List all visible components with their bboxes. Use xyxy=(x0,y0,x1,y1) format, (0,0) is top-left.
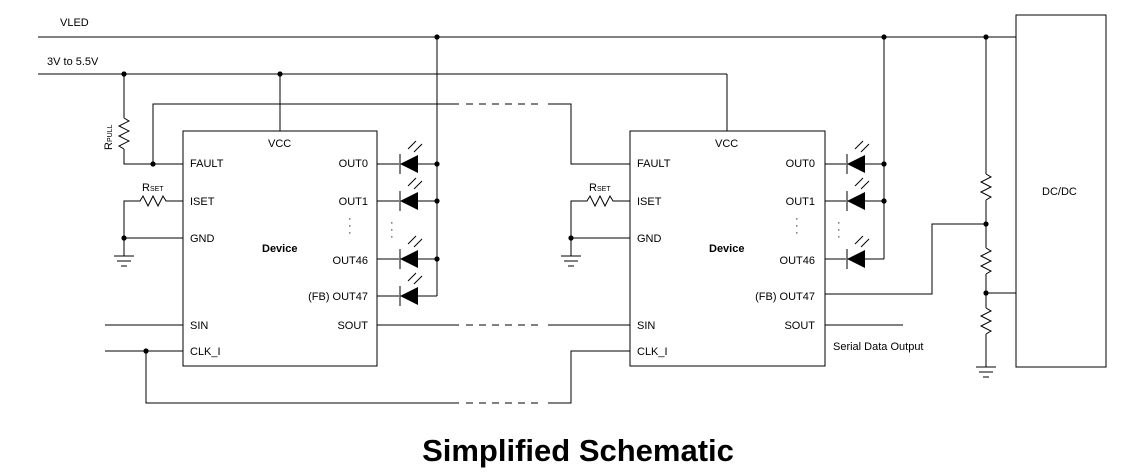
led-1-46 xyxy=(399,235,437,269)
device-1-out47-pin: (FB) OUT47 xyxy=(308,291,368,303)
led-1-1 xyxy=(399,177,437,211)
clk-bus-2 xyxy=(548,350,630,404)
ellipsis-dot: · xyxy=(795,213,799,225)
rpull-label: RPULL xyxy=(103,124,115,150)
vcc-range-label: 3V to 5.5V xyxy=(47,56,99,68)
device-2-sout-pin: SOUT xyxy=(784,320,815,332)
device-2-iset-pin: ISET xyxy=(637,196,662,208)
device-1-iset-pin: ISET xyxy=(190,196,215,208)
device-2-vcc-pin: VCC xyxy=(715,138,738,150)
device-2-out1-pin: OUT1 xyxy=(786,196,815,208)
serial-output-label: Serial Data Output xyxy=(833,341,924,353)
rset-label-1: RSET xyxy=(142,182,164,194)
led-2-0 xyxy=(846,140,884,174)
dcdc-label: DC/DC xyxy=(1042,186,1077,198)
device-2-out47-pin: (FB) OUT47 xyxy=(755,291,815,303)
ellipsis-dot: · xyxy=(390,217,394,229)
fault-bus xyxy=(152,103,459,164)
device-2-fault-pin: FAULT xyxy=(637,158,671,170)
junction-dot xyxy=(983,221,989,227)
ellipsis-dot: · xyxy=(795,227,799,239)
device-1-out1-pin: OUT1 xyxy=(339,196,368,208)
ellipsis-dot: · xyxy=(390,224,394,236)
divider-resistor-3 xyxy=(979,307,993,335)
ellipsis-dot: · xyxy=(837,231,841,243)
device-1-out46-pin: OUT46 xyxy=(333,255,368,267)
junction-dot xyxy=(434,161,440,167)
junction-dot xyxy=(881,198,887,204)
device-2-out0-pin: OUT0 xyxy=(786,158,815,170)
device-1-sout-pin: SOUT xyxy=(337,320,368,332)
device-2-out46-pin: OUT46 xyxy=(780,255,815,267)
fault-bus-2 xyxy=(548,103,630,165)
led-2-1 xyxy=(846,177,884,211)
device-1-out0-pin: OUT0 xyxy=(339,158,368,170)
device-1-name: Device xyxy=(262,243,297,255)
vled-label: VLED xyxy=(60,17,89,29)
divider-resistor-1 xyxy=(979,173,993,201)
pullup-resistor xyxy=(117,117,131,150)
device-1-block xyxy=(182,130,378,367)
device-2-block xyxy=(629,130,826,367)
clk-bus xyxy=(145,351,459,404)
ellipsis-dot: · xyxy=(348,227,352,239)
ground-symbol-1 xyxy=(114,255,134,267)
rset-resistor-1 xyxy=(123,194,183,238)
dcdc-block xyxy=(1015,14,1107,368)
device-2-gnd-pin: GND xyxy=(637,233,662,245)
ground-symbol-2 xyxy=(561,255,581,267)
divider-resistor-2 xyxy=(979,247,993,275)
led-2-46 xyxy=(846,235,884,269)
device-2-sin-pin: SIN xyxy=(637,320,655,332)
device-1-gnd-pin: GND xyxy=(190,233,215,245)
ellipsis-dot: · xyxy=(837,217,841,229)
junction-dot xyxy=(434,256,440,262)
rset-resistor-2 xyxy=(570,194,630,238)
diagram-title: Simplified Schematic xyxy=(422,433,734,468)
fault-wire xyxy=(123,149,183,165)
junction-dot xyxy=(881,161,887,167)
device-1-clk-pin: CLK_I xyxy=(190,346,221,358)
device-1-vcc-pin: VCC xyxy=(268,138,291,150)
junction-dot xyxy=(434,198,440,204)
rset-label-2: RSET xyxy=(589,182,611,194)
ellipsis-dot: · xyxy=(390,231,394,243)
ellipsis-dot: · xyxy=(795,220,799,232)
fb-wire xyxy=(825,223,986,295)
led-1-47 xyxy=(399,272,437,306)
ellipsis-dot: · xyxy=(837,224,841,236)
device-2-name: Device xyxy=(709,243,744,255)
ellipsis-dot: · xyxy=(348,213,352,225)
ellipsis-dot: · xyxy=(348,220,352,232)
device-2-clk-pin: CLK_I xyxy=(637,346,668,358)
device-1-sin-pin: SIN xyxy=(190,320,208,332)
ground-symbol-3 xyxy=(976,366,996,378)
device-1-fault-pin: FAULT xyxy=(190,158,224,170)
led-1-0 xyxy=(399,140,437,174)
